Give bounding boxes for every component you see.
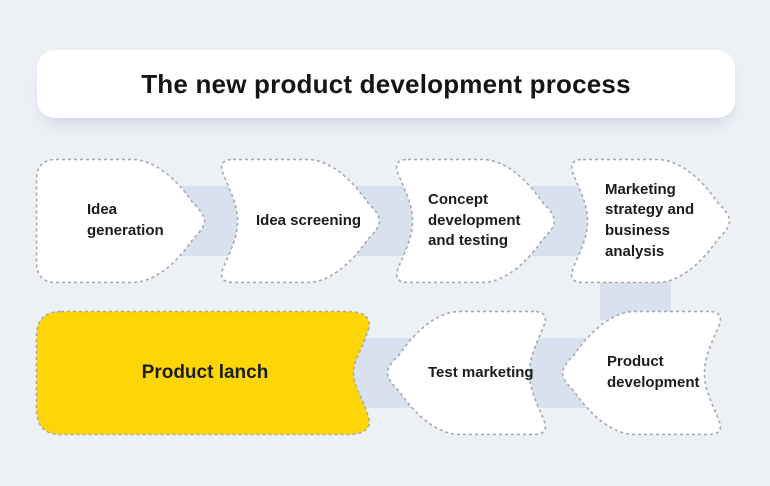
chevron-right-shape [220,158,381,284]
step-product-development: Product development [560,310,732,436]
chevron-right-shape [395,158,556,284]
chevron-left-shape [561,310,722,436]
step-product-launch: Product lanch [35,310,375,436]
chevron-right-shape [35,158,206,284]
highlighted-launch-shape [35,310,371,436]
title-card: The new product development process [37,50,735,118]
step-idea-screening: Idea screening [210,158,382,284]
step-test-marketing: Test marketing [385,310,557,436]
step-label-product-launch: Product lanch [141,361,269,383]
step-label-idea-screening: Idea screening [256,211,362,229]
chevron-left-shape [386,310,547,436]
step-marketing-strategy-and-business-analysis: Marketing strategy and business analysis [560,158,732,284]
diagram-title: The new product development process [141,68,631,99]
step-label-marketing-strategy: Marketing strategy and business analysis [605,180,695,260]
step-label-product-development: Product development [607,353,700,391]
step-label-idea-generation: Idea generation [87,201,164,239]
step-label-concept-development: Concept development and testing [428,190,521,250]
step-idea-generation: Idea generation [35,158,207,284]
step-concept-development-and-testing: Concept development and testing [385,158,557,284]
chevron-right-shape [570,158,731,284]
step-label-test-marketing: Test marketing [428,363,534,381]
